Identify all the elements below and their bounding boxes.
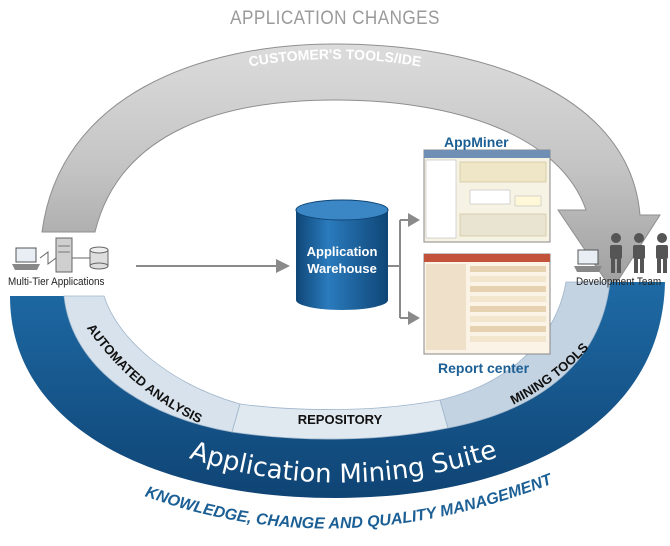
development-team-label: Development Team xyxy=(576,276,662,288)
warehouse-label-line2: Warehouse xyxy=(307,261,377,276)
database-icon xyxy=(89,246,109,270)
person-icon xyxy=(610,233,622,273)
mining-tools-segment xyxy=(439,281,611,429)
arrow-head xyxy=(408,311,420,325)
warehouse-label-line1: Application xyxy=(306,244,378,259)
customer-tools-arc xyxy=(41,43,661,291)
report-center-label: Report center xyxy=(438,360,530,376)
server-icon xyxy=(55,237,73,273)
connector-line xyxy=(39,251,57,265)
laptop-icon xyxy=(12,247,40,270)
person-icon xyxy=(633,233,645,273)
appminer-thumbnail xyxy=(423,149,551,243)
suite-band xyxy=(10,282,665,498)
customer-tools-label: CUSTOMER'S TOOLS/IDE xyxy=(247,46,422,70)
application-warehouse xyxy=(295,199,389,310)
arrow-head xyxy=(408,213,420,227)
laptop-icon xyxy=(574,249,602,272)
repository-label: REPOSITORY xyxy=(298,412,383,427)
ingest-arrow xyxy=(136,259,290,273)
report-center-thumbnail xyxy=(423,253,551,355)
application-changes-title: APPLICATION CHANGES xyxy=(230,8,440,29)
appminer-label: AppMiner xyxy=(444,134,509,150)
multi-tier-applications-label: Multi-Tier Applications xyxy=(8,276,105,288)
person-icon xyxy=(656,233,668,273)
branch-arrows xyxy=(388,219,408,319)
